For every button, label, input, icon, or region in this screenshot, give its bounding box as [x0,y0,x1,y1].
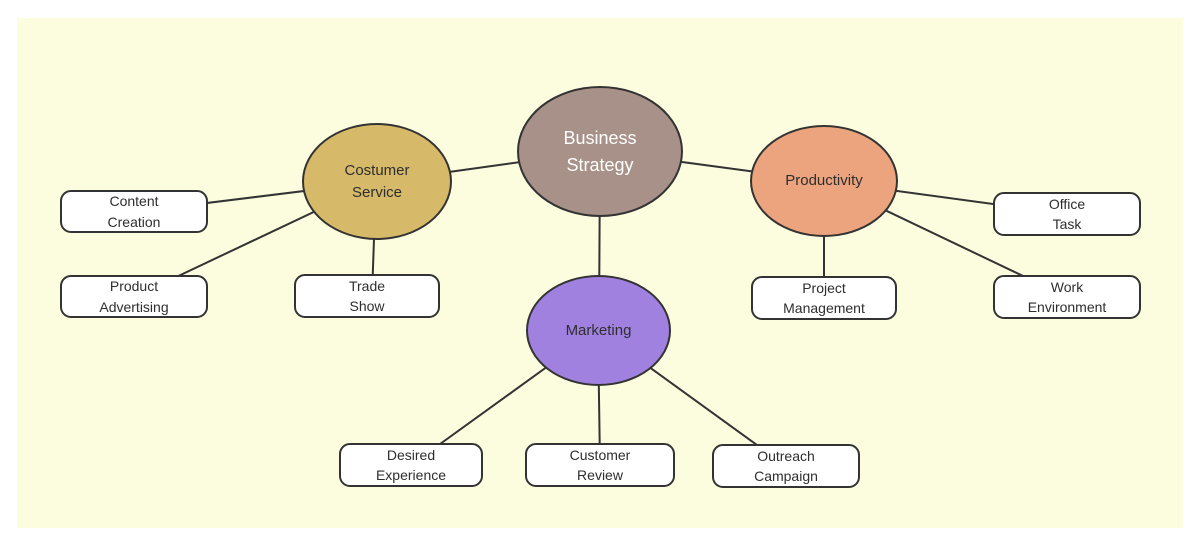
node-business-strategy[interactable]: Business Strategy [517,86,683,217]
node-work-environment[interactable]: Work Environment [993,275,1141,319]
node-office-task-label: Office Task [1048,195,1086,232]
node-costumer-service[interactable]: Costumer Service [302,123,452,240]
node-productivity-label: Productivity [785,172,863,190]
node-project-management[interactable]: Project Management [751,276,897,320]
node-content-creation[interactable]: Content Creation [60,190,208,233]
node-trade-show[interactable]: Trade Show [294,274,440,318]
node-outreach-campaign[interactable]: Outreach Campaign [712,444,860,488]
node-outreach-campaign-label: Outreach Campaign [754,447,818,484]
node-work-environment-label: Work Environment [1027,278,1107,315]
node-marketing[interactable]: Marketing [526,275,671,386]
node-customer-review-label: Customer Review [569,446,631,483]
node-project-management-label: Project Management [783,279,865,316]
node-desired-experience[interactable]: Desired Experience [339,443,483,487]
node-content-creation-label: Content Creation [107,193,161,230]
node-customer-review[interactable]: Customer Review [525,443,675,487]
node-product-advertising-label: Product Advertising [99,278,169,315]
node-office-task[interactable]: Office Task [993,192,1141,236]
node-product-advertising[interactable]: Product Advertising [60,275,208,318]
node-costumer-service-label: Costumer Service [344,161,410,201]
node-marketing-label: Marketing [565,321,632,339]
node-productivity[interactable]: Productivity [750,125,898,237]
node-desired-experience-label: Desired Experience [375,446,447,483]
node-business-strategy-label: Business Strategy [563,128,637,175]
node-trade-show-label: Trade Show [348,277,386,314]
